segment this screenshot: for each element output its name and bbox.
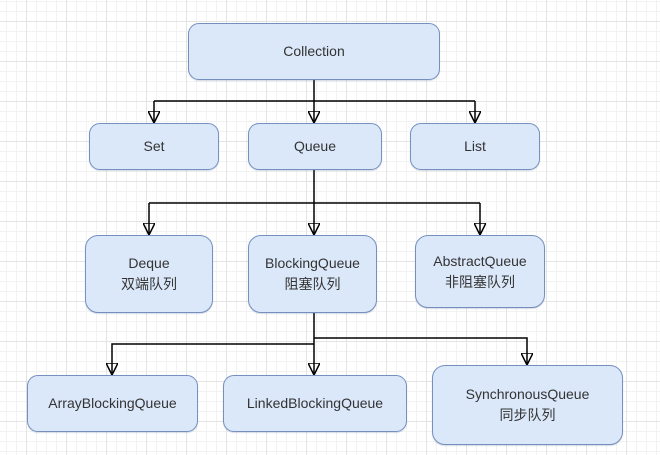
node-label: ArrayBlockingQueue (48, 395, 177, 411)
node-sublabel: 非阻塞队列 (445, 273, 515, 290)
edge-blockingqueue-synchronousqueue[interactable] (314, 337, 527, 363)
node-label: SynchronousQueue (465, 386, 590, 402)
node-sublabel: 阻塞队列 (284, 276, 341, 292)
node-list[interactable]: List (410, 123, 540, 170)
node-label: Set (143, 138, 165, 154)
node-abstractqueue[interactable]: AbstractQueue 非阻塞队列 (415, 235, 545, 308)
node-queue[interactable]: Queue (248, 123, 382, 170)
node-set[interactable]: Set (89, 123, 219, 170)
node-label: Queue (293, 138, 337, 154)
node-blockingqueue[interactable]: BlockingQueue 阻塞队列 (248, 235, 377, 313)
node-arrayblockingqueue[interactable]: ArrayBlockingQueue (27, 375, 198, 432)
node-label: BlockingQueue (265, 255, 360, 271)
node-label: LinkedBlockingQueue (246, 395, 384, 411)
node-synchronousqueue[interactable]: SynchronousQueue 同步队列 (432, 365, 623, 445)
node-label: AbstractQueue (433, 252, 527, 269)
node-linkedblockingqueue[interactable]: LinkedBlockingQueue (223, 375, 407, 432)
node-sublabel: 双端队列 (121, 276, 177, 292)
node-label: Deque (128, 255, 170, 271)
edge-blockingqueue-arrayblockingqueue[interactable] (112, 343, 314, 373)
node-label: List (464, 138, 486, 154)
node-collection[interactable]: Collection (188, 23, 440, 80)
node-label: Collection (283, 43, 345, 59)
node-deque[interactable]: Deque 双端队列 (85, 235, 213, 313)
node-sublabel: 同步队列 (499, 407, 556, 423)
